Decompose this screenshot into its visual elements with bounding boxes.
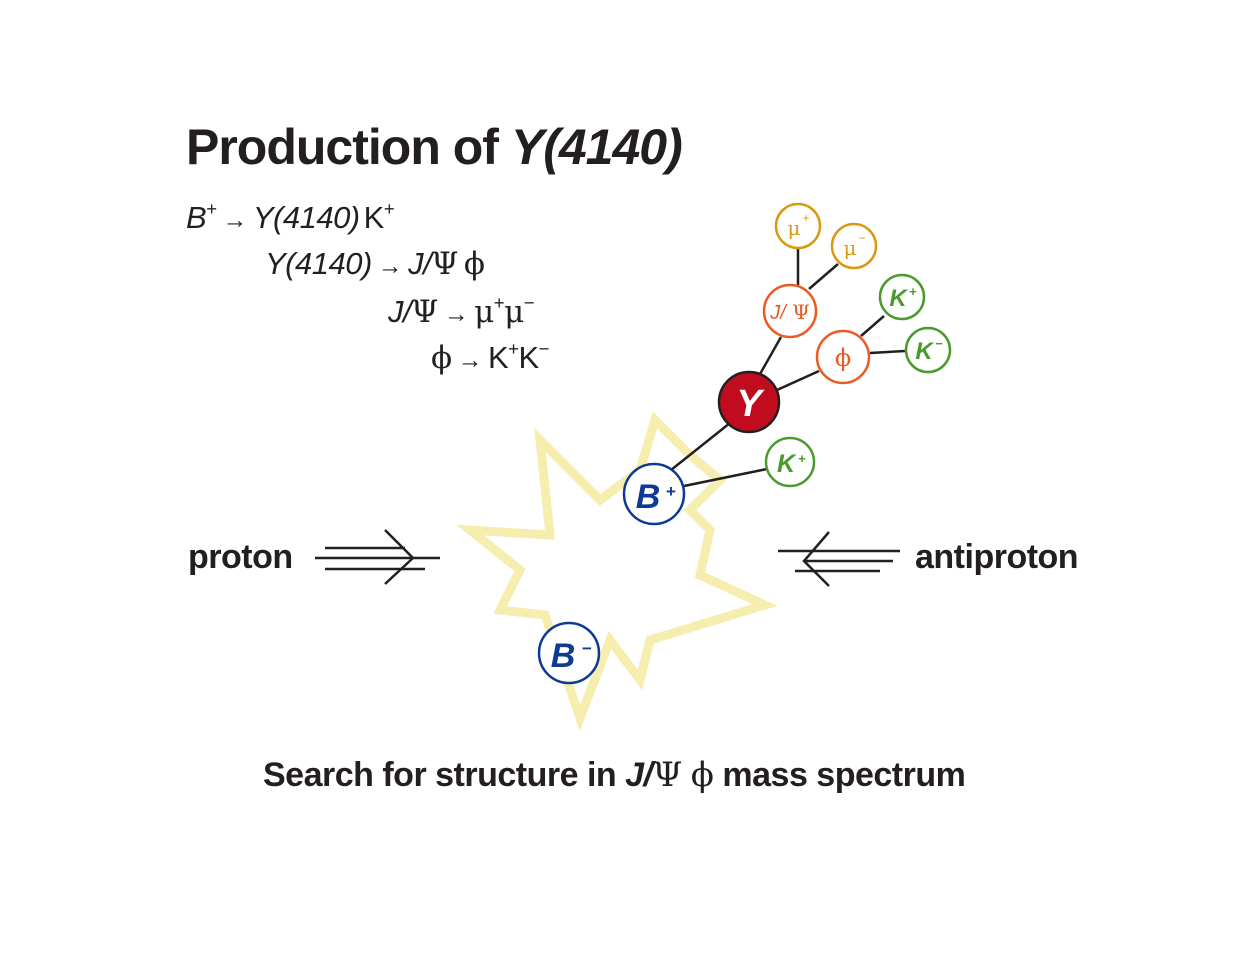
- particle-muminus-label: μ: [844, 236, 857, 260]
- decay-line-b: B+→Y(4140)K+: [186, 197, 395, 236]
- particle-jpsi-label: J/: [769, 302, 788, 324]
- particle-muplus-label: μ: [788, 216, 801, 240]
- decay-phi-arrow: →: [457, 347, 483, 374]
- decay-phi-k2-sup: −: [538, 337, 550, 359]
- line-phi-kminus: [869, 349, 906, 355]
- particle-y-label: Y: [736, 383, 765, 425]
- line-y-phi: [776, 369, 820, 392]
- decay-line-jpsi: J/Ψ→μ+μ−: [388, 291, 535, 330]
- decay-b-arrow: →: [222, 207, 248, 234]
- decay-phi-k2: K: [518, 340, 539, 375]
- particle-kplus-b: K +: [764, 436, 816, 488]
- particle-bminus-label: B: [551, 637, 576, 675]
- decay-jpsi-mu1-sup: +: [493, 291, 505, 313]
- decay-phi-parent: ϕ: [431, 340, 452, 376]
- particle-muplus: μ +: [774, 202, 822, 250]
- decay-b-product2-sup: +: [383, 197, 395, 219]
- caption-jpsi-j: J/: [625, 756, 653, 794]
- particle-bplus-label: B: [636, 478, 661, 516]
- decay-phi-k1: K: [487, 340, 509, 375]
- line-bplus-y: [670, 422, 731, 471]
- decay-y-parent: Y(4140): [265, 246, 372, 281]
- collision-burst: [456, 411, 778, 732]
- particle-kplus-phi-sup: +: [909, 284, 917, 299]
- decay-jpsi-mu2-sup: −: [523, 291, 535, 313]
- particle-bplus: B +: [622, 462, 686, 526]
- decay-jpsi-mu2: μ: [504, 294, 524, 330]
- particle-bminus: B −: [537, 621, 601, 685]
- particle-kminus-phi-label: K: [915, 338, 934, 365]
- particle-kplus-phi: K +: [878, 273, 926, 321]
- particle-kplus-b-label: K: [777, 450, 797, 478]
- particle-jpsi-psi: Ψ: [792, 300, 810, 324]
- particle-kminus-phi-sup: −: [935, 336, 943, 351]
- decay-jpsi-arrow: →: [443, 301, 469, 328]
- caption: Search for structure in J/Ψ ϕ mass spect…: [263, 755, 966, 795]
- caption-phi: ϕ: [690, 755, 714, 795]
- title-prefix: Production of: [186, 119, 499, 175]
- page-title: Production of Y(4140): [186, 118, 683, 176]
- particle-jpsi: J/ Ψ: [762, 283, 818, 339]
- particle-bminus-sup: −: [582, 639, 592, 658]
- decay-jpsi-j: J/: [388, 294, 412, 329]
- particle-phi: ϕ: [815, 329, 871, 385]
- decay-phi-k1-sup: +: [508, 337, 519, 359]
- particle-kminus-phi: K −: [904, 326, 952, 374]
- caption-prefix: Search for structure in: [263, 756, 617, 794]
- particle-kplus-b-sup: +: [798, 451, 806, 466]
- decay-b-product1: Y(4140): [252, 200, 360, 235]
- particle-muminus: μ −: [830, 222, 878, 270]
- line-y-jpsi: [758, 336, 783, 375]
- caption-psi: Ψ: [652, 755, 682, 795]
- decay-b-product2: K: [363, 200, 385, 235]
- decay-lines: [670, 249, 906, 488]
- antiproton-label: antiproton: [915, 538, 1079, 576]
- line-phi-kplus: [860, 315, 885, 337]
- decay-y-jpsi-j: J/: [408, 246, 432, 281]
- decay-b-parent-sup: +: [206, 197, 217, 219]
- caption-suffix: mass spectrum: [722, 756, 966, 794]
- decay-y-phi: ϕ: [463, 246, 485, 282]
- proton-arrow: [315, 529, 440, 585]
- decay-b-parent: B: [186, 200, 207, 235]
- line-bplus-kplus: [683, 467, 768, 488]
- decay-jpsi-psi: Ψ: [411, 294, 438, 330]
- particle-muplus-sup: +: [802, 211, 809, 225]
- decay-jpsi-mu1: μ: [474, 294, 494, 330]
- particle-phi-label: ϕ: [835, 344, 851, 372]
- proton-label: proton: [188, 538, 293, 576]
- antiproton-arrow: [778, 531, 900, 587]
- particle-kplus-phi-label: K: [889, 285, 908, 312]
- particle-y: Y: [717, 370, 781, 434]
- decay-y-psi: Ψ: [431, 246, 458, 282]
- particle-bplus-sup: +: [666, 482, 676, 501]
- decay-line-phi: ϕ→K+K−: [431, 337, 550, 376]
- title-particle: Y(4140): [510, 119, 683, 175]
- line-jpsi-muminus: [808, 263, 839, 290]
- decay-y-arrow: →: [377, 253, 403, 280]
- particle-muminus-sup: −: [858, 231, 865, 245]
